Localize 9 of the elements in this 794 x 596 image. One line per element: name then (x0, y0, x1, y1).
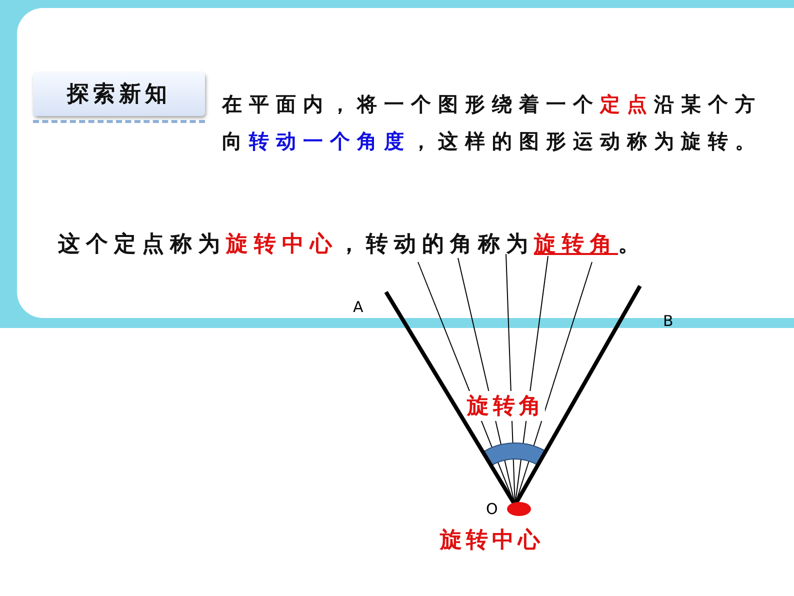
term-label: 旋转角 (467, 391, 545, 421)
heading-tab (33, 72, 205, 116)
paragraph: 这个定点称为旋转中心，转动的角称为旋转角。 (58, 230, 647, 259)
heading-text: 探索新知 (67, 81, 171, 109)
term-label: 旋转中心 (440, 526, 544, 555)
point-label: A (353, 298, 364, 316)
paragraph: 在平面内，将一个图形绕着一个定点沿某个方向转动一个角度，这样的图形运动称为旋转。 (222, 91, 763, 155)
point-label: B (663, 312, 674, 330)
point-label: O (486, 500, 498, 518)
